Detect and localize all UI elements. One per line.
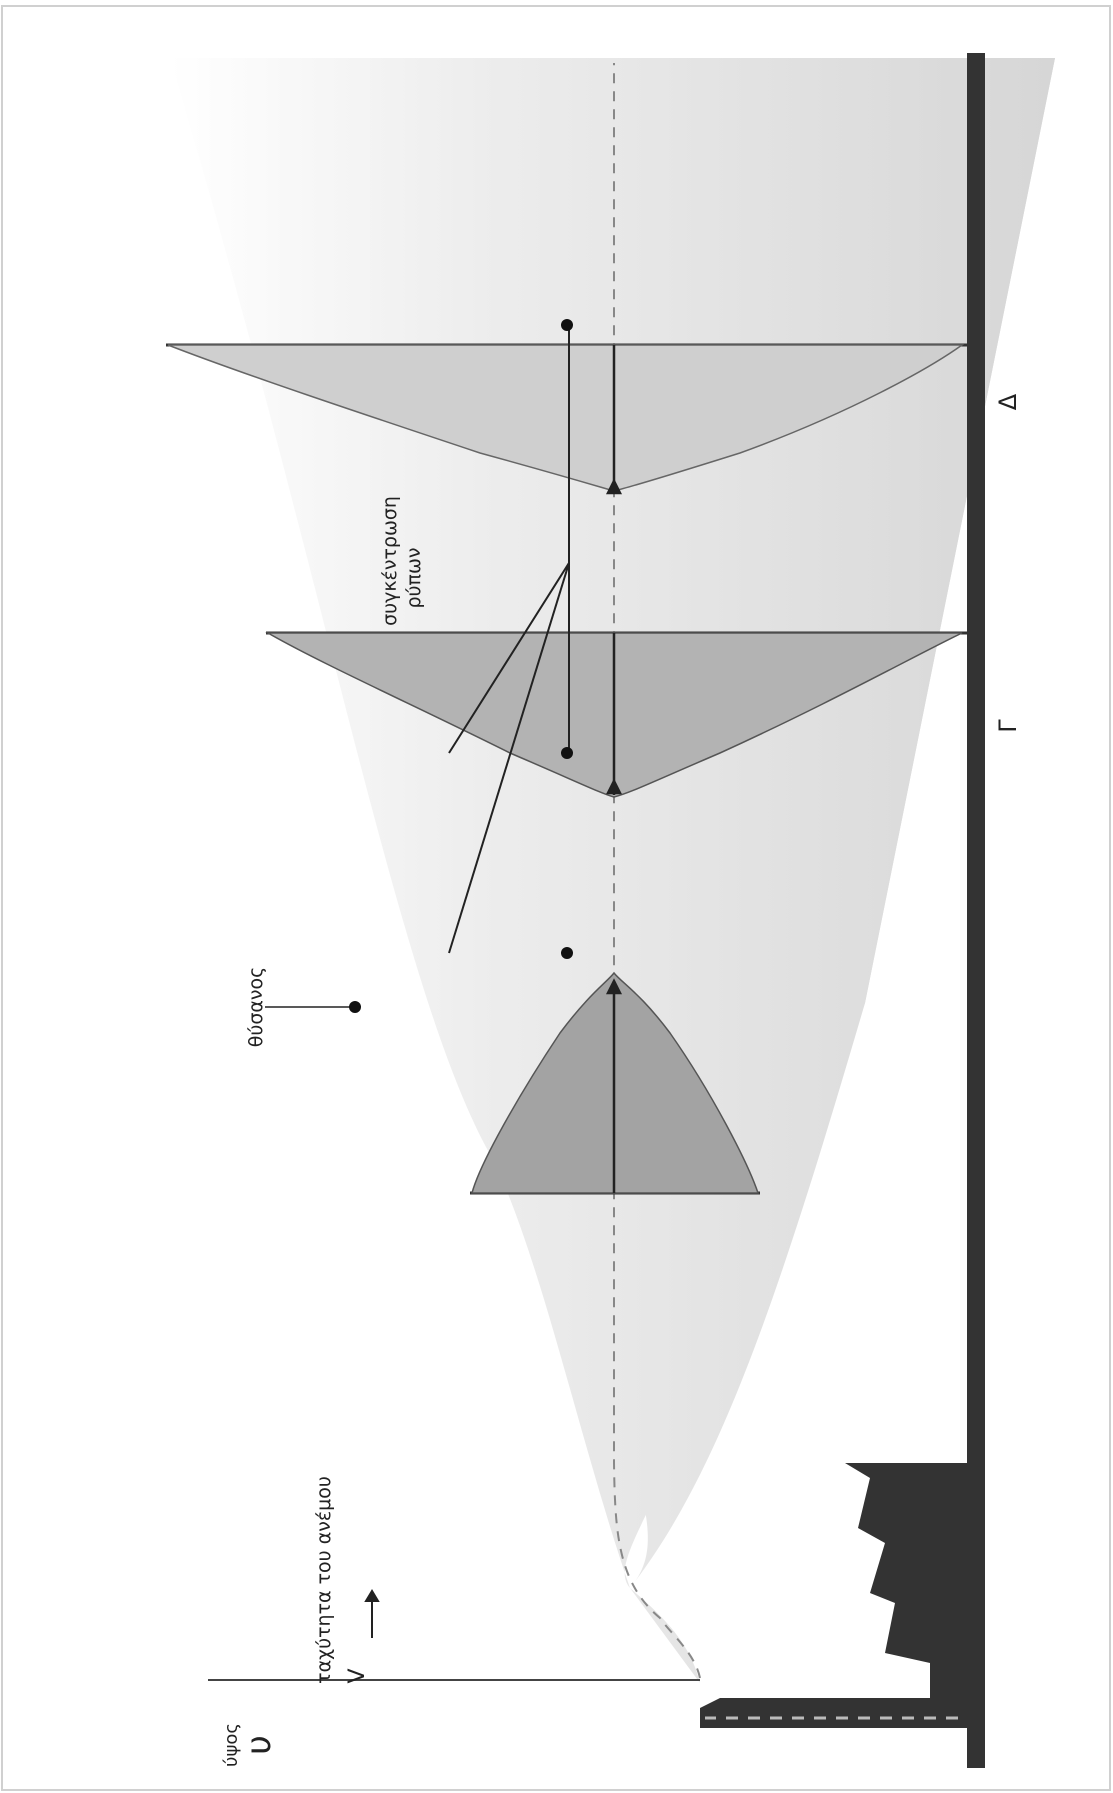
height-word: ύψος <box>221 1723 242 1767</box>
height-symbol: υ <box>239 1735 279 1755</box>
point-g-label: Γ <box>994 719 1022 733</box>
plume-centerline <box>613 63 701 1679</box>
frame-border <box>1 5 1111 1791</box>
plume-fill <box>170 58 1055 1588</box>
chimney <box>700 1698 967 1728</box>
wind-symbol: V <box>345 1668 370 1683</box>
point-d-label: Δ <box>994 393 1022 410</box>
ground <box>967 53 985 1768</box>
plume-callout-dot <box>349 1001 361 1013</box>
pollutant-label-line1: συγκέντρωση <box>379 496 401 626</box>
pollutant-callouts <box>448 325 570 954</box>
labels-layer: υ ύψος V ταχύτητα του ανέμου θύσανος συγ… <box>221 393 1022 1767</box>
pollutant-label-line2: ρύπων <box>403 547 425 608</box>
plume-label: θύσανος <box>245 967 267 1048</box>
arrows <box>605 345 623 1193</box>
buildings <box>845 1463 967 1698</box>
rotated-diagram <box>166 53 1055 1768</box>
callout-dots <box>561 319 573 959</box>
wind-speed-label: ταχύτητα του ανέμου <box>313 1476 335 1684</box>
wind-arrow <box>364 1589 380 1638</box>
